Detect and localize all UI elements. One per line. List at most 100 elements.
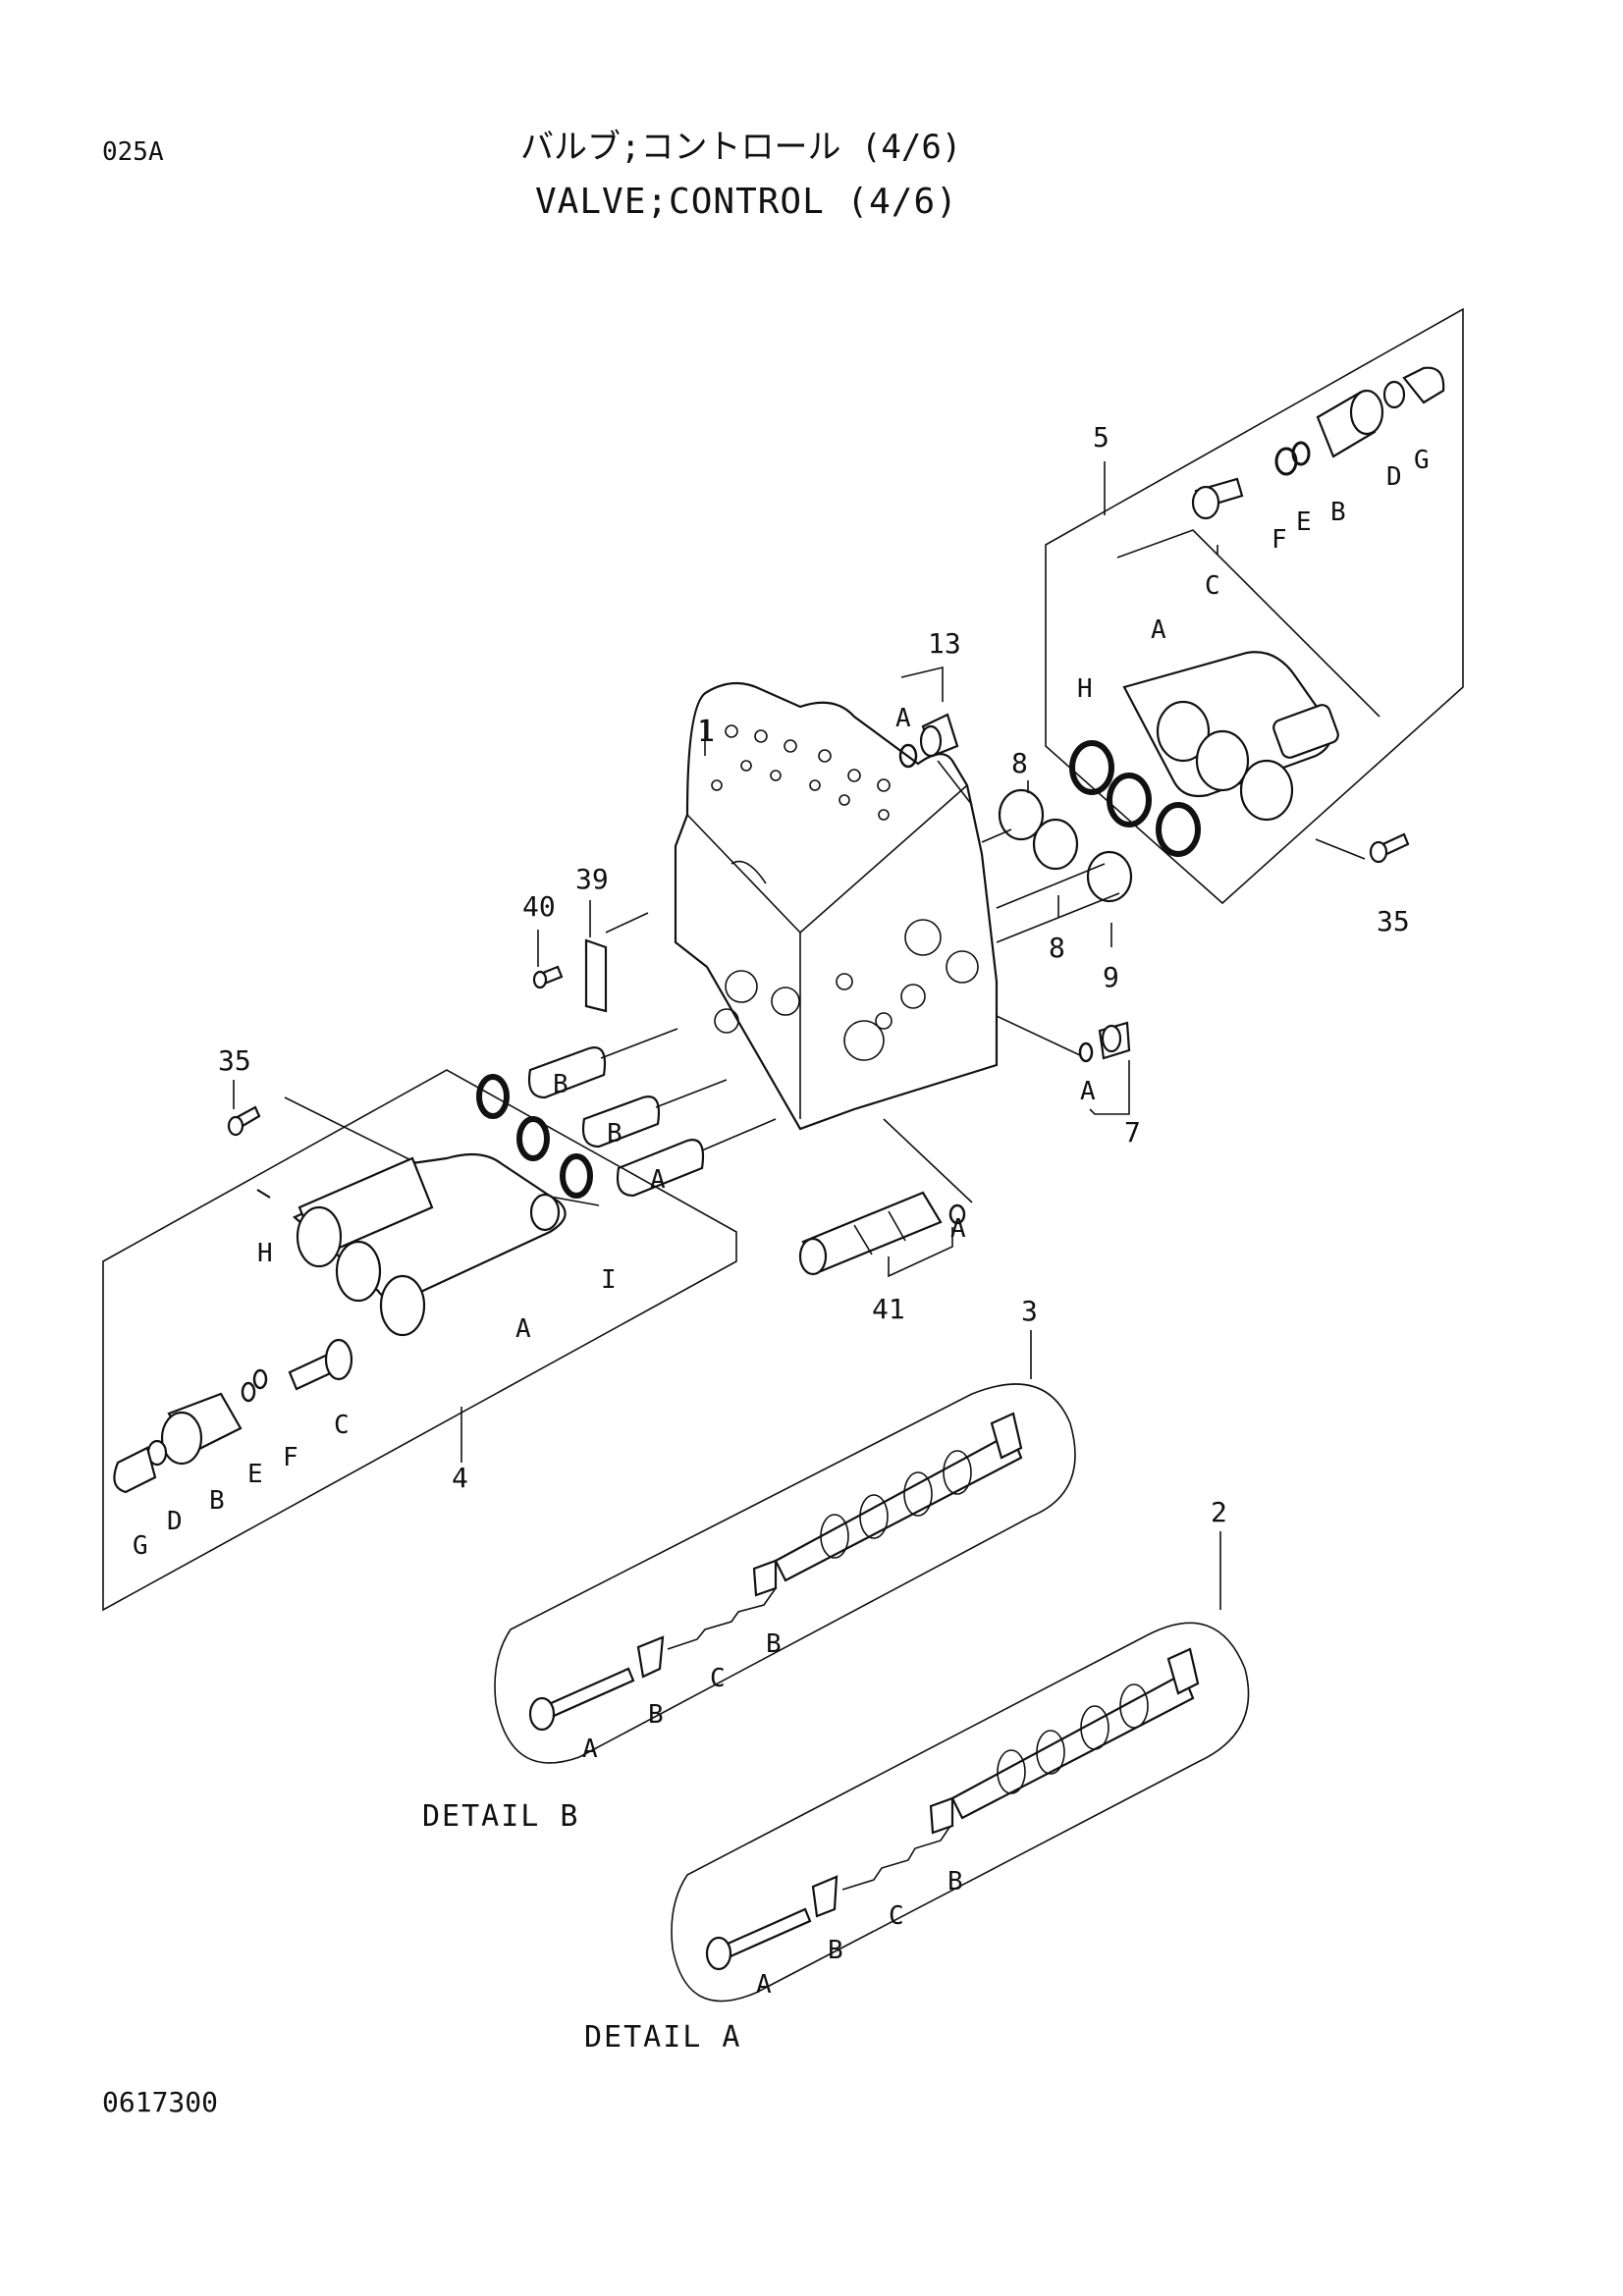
cover-bore-2 [1195, 729, 1250, 792]
label-b1-detail-a: B [828, 1936, 843, 1965]
label-a-13: A [895, 704, 911, 733]
pilot-cover-group-left [102, 1069, 737, 1612]
callout-13: 13 [928, 627, 961, 660]
label-a-detail-b: A [582, 1735, 598, 1764]
detail-b-caption: DETAIL B [422, 1799, 580, 1834]
o-ring-i-2 [516, 1116, 550, 1161]
spool-b-tip [990, 1412, 1023, 1460]
spool-b-shaft [774, 1431, 1023, 1582]
seals-8-9 [981, 788, 1133, 943]
detail-a-outline [671, 1622, 1250, 2002]
label-g-right: G [1414, 446, 1430, 475]
spool-a-lands [997, 1683, 1149, 1794]
label-b-right: B [1330, 498, 1346, 527]
group-4-outline [102, 1069, 737, 1612]
label-a-41: A [950, 1214, 966, 1244]
label-f-left: F [283, 1443, 298, 1472]
seal-8-upper [998, 788, 1045, 841]
seal-axis-2 [996, 863, 1106, 909]
title-english: VALVE;CONTROL (4/6) [535, 182, 958, 222]
leader-13-body [937, 760, 973, 806]
label-e-left: E [247, 1460, 263, 1489]
label-h-right: H [1077, 674, 1093, 704]
screw-40-head [532, 970, 548, 989]
cover-boss [1272, 704, 1339, 759]
cover-left-bore-2 [335, 1240, 382, 1303]
group-5-inner-line [1116, 529, 1380, 718]
plug-group-13 [898, 666, 973, 806]
plug-c-head [1191, 485, 1220, 520]
label-a-detail-a: A [756, 1970, 772, 2000]
plug-c-left-head [324, 1338, 353, 1381]
label-c-right: C [1205, 571, 1220, 601]
callout-2: 2 [1211, 1496, 1227, 1528]
o-ring-h-right-2 [1107, 773, 1152, 828]
cap-axis-2 [655, 1079, 728, 1108]
plug-group-7 [996, 1015, 1131, 1115]
detail-a-spool [671, 1622, 1250, 2002]
callout-8-lower: 8 [1049, 932, 1065, 964]
label-g-left: G [133, 1531, 148, 1561]
pilot-cover-group-right [1045, 307, 1464, 905]
adjuster-b-end [1349, 389, 1384, 436]
label-h-left: H [257, 1239, 273, 1268]
relief-valve-band-1 [853, 1224, 873, 1255]
callout-8-upper: 8 [1011, 747, 1028, 779]
document-number: 0617300 [102, 2086, 219, 2118]
callout-9: 9 [1103, 961, 1119, 993]
label-a-left: A [515, 1314, 531, 1344]
label-c-detail-a: C [889, 1901, 904, 1931]
plate-and-screw [532, 912, 649, 1013]
callout-7: 7 [1124, 1116, 1141, 1148]
bolt-35-left-head [227, 1115, 244, 1137]
pin-h-left [256, 1189, 271, 1199]
cap-g-right [1402, 366, 1445, 404]
o-ring-a-41 [948, 1203, 966, 1225]
valve-body [674, 681, 999, 1131]
leader-13 [900, 666, 944, 702]
spool-end-caps-left [527, 1028, 777, 1198]
label-cap-b-lower: B [607, 1119, 622, 1148]
spool-a-seat-b2 [929, 1796, 954, 1835]
spool-b-seat-b2 [752, 1559, 778, 1597]
label-b-left: B [209, 1486, 225, 1516]
bolt-35-right-head [1369, 840, 1388, 864]
page-code: 025A [102, 137, 164, 167]
seal-axis-1 [981, 828, 1012, 843]
leader-7 [1089, 1060, 1130, 1115]
detail-b-outline [494, 1383, 1076, 1764]
spool-a-seat-b1 [811, 1875, 839, 1918]
cap-a [616, 1139, 705, 1198]
cap-b-lower [581, 1095, 661, 1148]
spool-a-shaft [950, 1672, 1195, 1820]
cap-b-upper [527, 1046, 607, 1099]
plug-7-head [1101, 1024, 1122, 1053]
spool-b-bolt-head [528, 1696, 556, 1732]
o-ring-i-1 [476, 1074, 510, 1119]
detail-a-caption: DETAIL A [584, 2020, 742, 2055]
o-ring-e-right [1291, 441, 1311, 466]
spool-a-tip [1166, 1647, 1200, 1695]
spool-a-bolt-head [705, 1936, 732, 1971]
cover-left-bore-1 [296, 1205, 343, 1268]
o-ring-e-left [241, 1381, 256, 1403]
relief-valve-41 [798, 1118, 973, 1278]
sub-part-letters: F E B D G C A H A A A B B A H I A C F E … [133, 446, 1430, 2000]
label-c-detail-b: C [710, 1664, 726, 1693]
callout-numbers: 1 5 13 8 8 9 39 40 35 35 7 41 4 3 2 [218, 421, 1410, 1528]
label-b2-detail-a: B [947, 1867, 963, 1896]
spool-b-seat-b1 [636, 1635, 665, 1679]
relief-valve-band-2 [888, 1210, 906, 1242]
label-i-left: I [601, 1265, 617, 1295]
callout-5: 5 [1093, 421, 1109, 454]
callout-41: 41 [872, 1293, 905, 1325]
callout-1: 1 [697, 715, 715, 749]
title-japanese: バルブ;コントロール (4/6) [520, 128, 962, 167]
adjuster-b-left-end [160, 1411, 203, 1466]
label-a-right: A [1151, 615, 1166, 645]
label-d-left: D [167, 1507, 183, 1536]
cap-axis-3 [701, 1118, 777, 1151]
o-ring-a-13 [898, 743, 918, 769]
body-edge-3 [730, 860, 767, 884]
